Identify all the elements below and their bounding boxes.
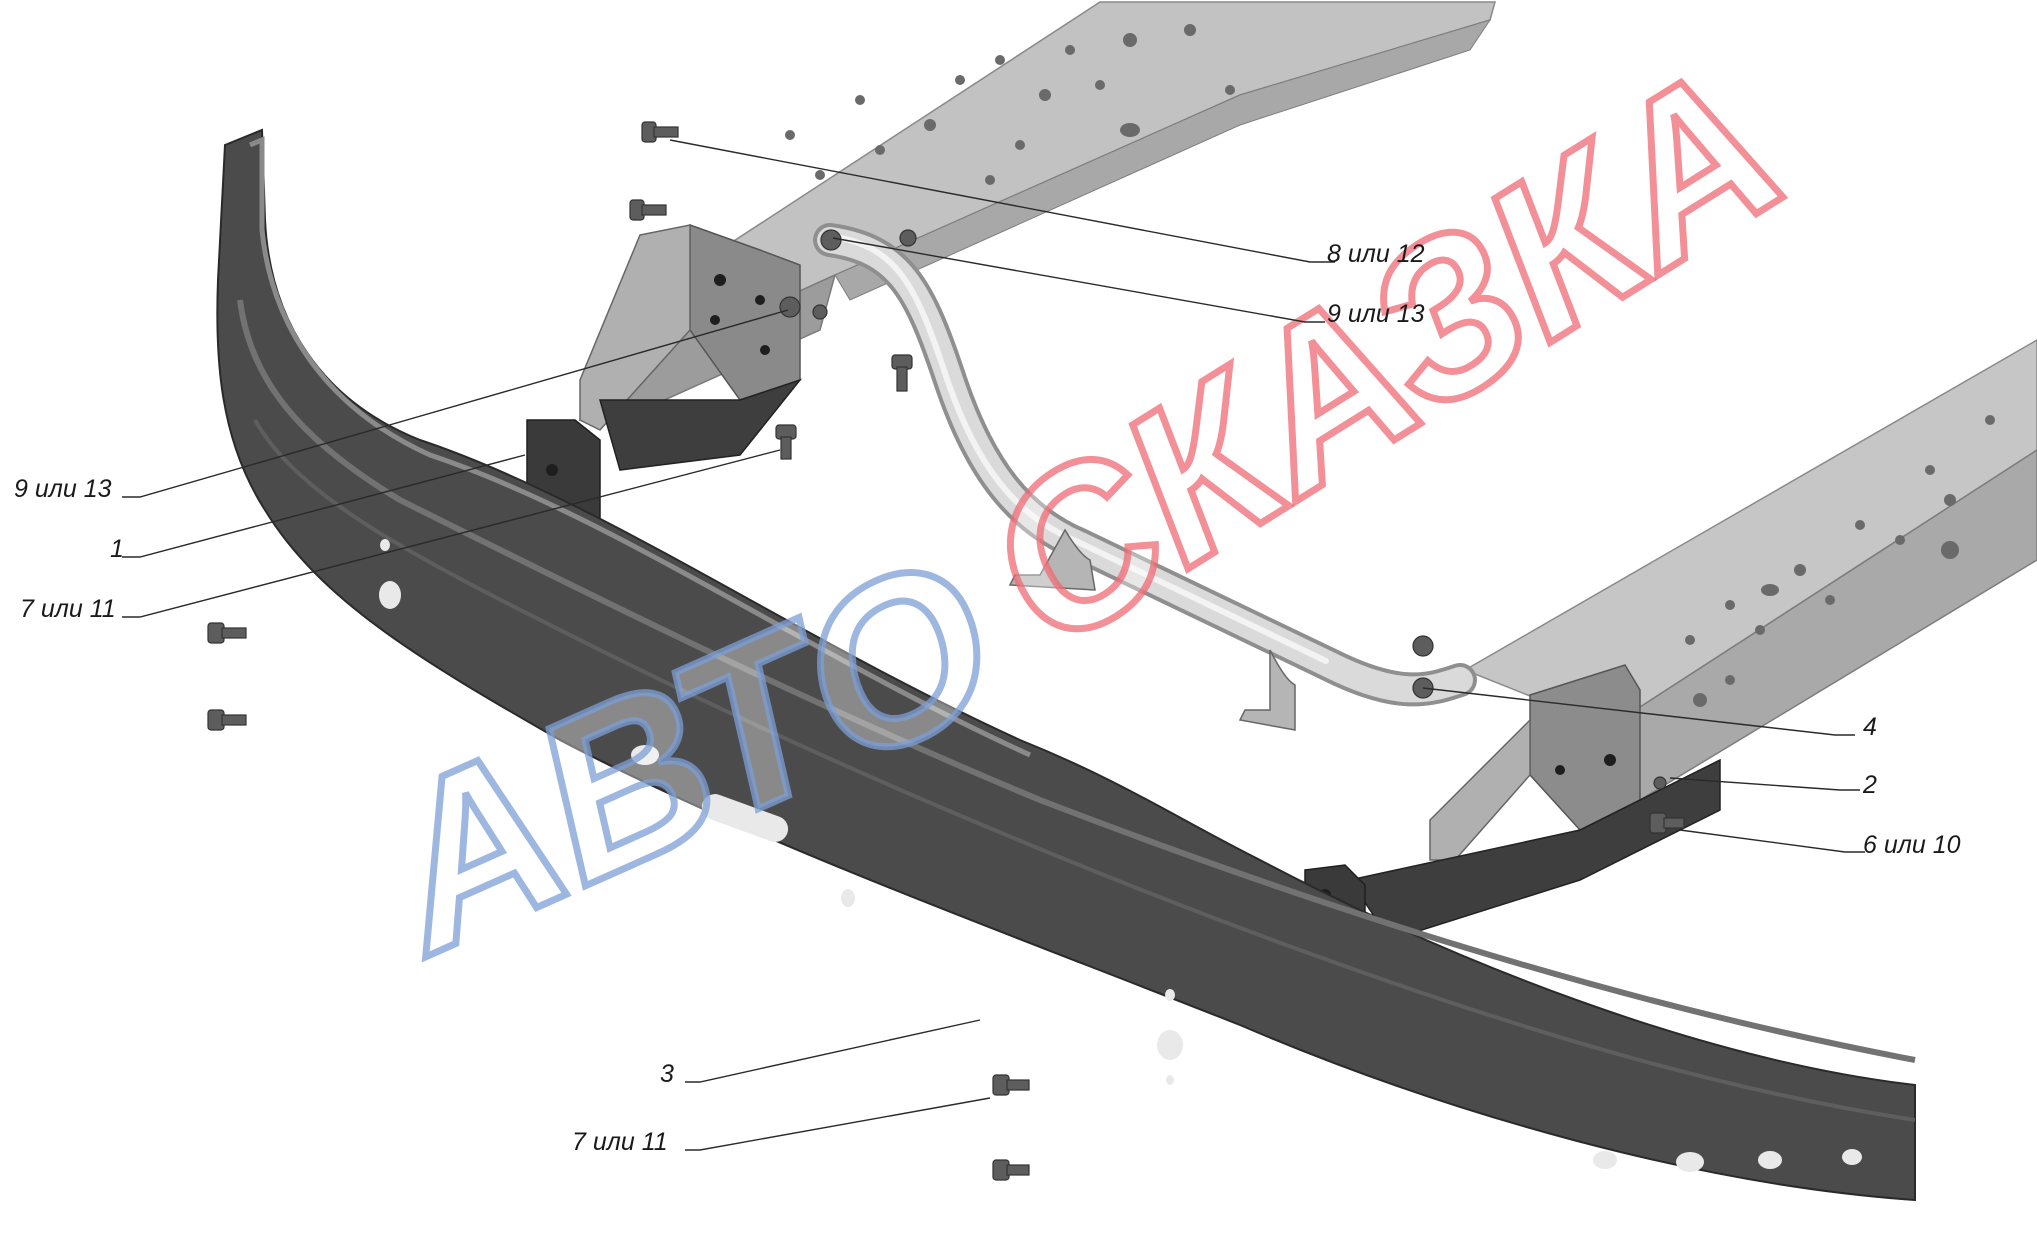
nut-icon: [1653, 776, 1667, 790]
callout-label: 3: [660, 1060, 674, 1088]
leader-line: [669, 139, 1335, 263]
callout-label: 8 или 12: [1327, 240, 1425, 268]
nut-icon: [1412, 635, 1434, 699]
leader-lines: [122, 139, 1865, 1151]
bolts: [207, 121, 1685, 1181]
leader-line: [122, 309, 789, 498]
leader-line: [1669, 777, 1860, 791]
callouts: 8 или 12 9 или 13 9 или 13 1 7 или 11 4 …: [14, 240, 1961, 1156]
leader-line: [685, 1019, 981, 1083]
bolt-icon: [641, 121, 679, 143]
callout-label: 7 или 11: [20, 595, 116, 623]
bolt-icon: [992, 1159, 1030, 1181]
bolt-icon: [992, 1074, 1030, 1096]
leader-line: [1679, 829, 1865, 853]
leader-line: [122, 454, 526, 558]
leader-line: [1422, 687, 1855, 736]
callout-label: 9 или 13: [1327, 300, 1425, 328]
leader-line: [122, 449, 781, 618]
callout-label: 6 или 10: [1863, 831, 1961, 859]
nut-icon: [779, 296, 828, 320]
callout-label: 7 или 11: [572, 1128, 668, 1156]
callout-label: 1: [110, 535, 124, 563]
pipe-tube: [813, 223, 1477, 731]
bolt-icon: [629, 199, 667, 221]
bolt-icon: [891, 354, 913, 392]
bracket-right: [1304, 664, 1721, 1013]
leader-line: [685, 1097, 991, 1151]
bracket-left: [526, 223, 803, 566]
frame-rail-right: [1463, 339, 2037, 801]
front-crossmember: [216, 128, 1916, 1202]
bolt-icon: [207, 622, 247, 644]
bolt-icon: [1649, 812, 1685, 834]
bolt-icon: [775, 424, 797, 460]
callout-label: 9 или 13: [14, 475, 112, 503]
callout-label: 2: [1862, 771, 1877, 799]
nut-icon: [820, 229, 917, 251]
leader-line: [832, 237, 1325, 323]
callout-label: 4: [1863, 713, 1877, 741]
bolt-icon: [207, 709, 247, 731]
